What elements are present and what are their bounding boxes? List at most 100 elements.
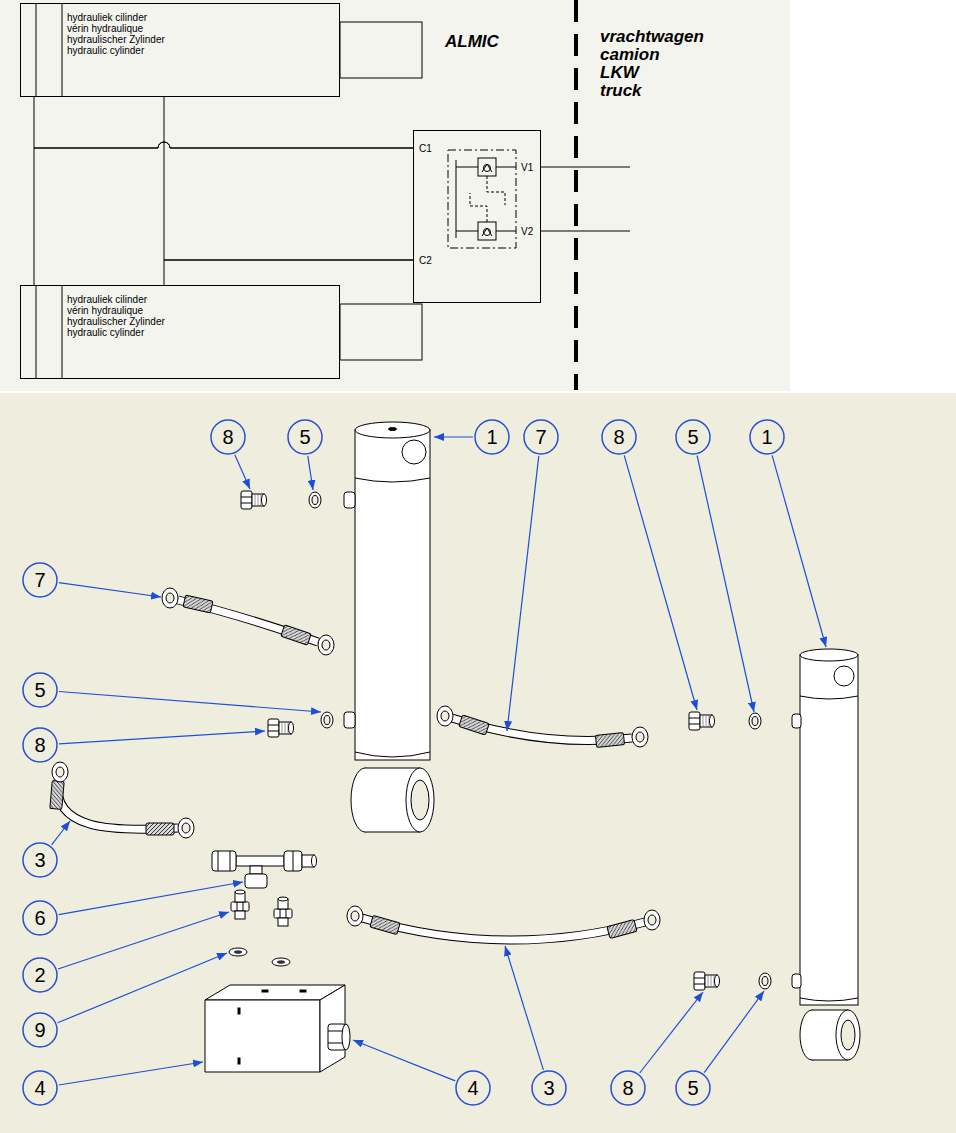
leader-line [58, 912, 229, 969]
hose-drawing [632, 727, 648, 747]
text-slot: V1 [521, 162, 533, 174]
hose-drawing [347, 906, 363, 926]
callout-circle: 2 [22, 957, 58, 993]
hydraulic-cylinder-drawing [792, 974, 801, 988]
cylinder-symbol [340, 22, 422, 78]
callout-circle: 4 [22, 1070, 58, 1106]
callout-circle: 8 [210, 419, 246, 455]
text-slot: ALMIC [445, 33, 499, 51]
leader-line [59, 731, 265, 744]
boundary-line [574, 0, 578, 390]
callout-outline [23, 673, 57, 707]
hose-drawing [146, 823, 174, 835]
check-valve-symbol [496, 167, 516, 231]
cylinder-symbol [36, 3, 62, 97]
valve-block-drawing [238, 1008, 240, 1014]
tee-fitting-drawing [284, 851, 302, 871]
hose-drawing [58, 780, 178, 829]
text-slot: camion [600, 46, 660, 64]
fitting-drawing [268, 719, 294, 737]
hydraulic-cylinder-drawing [836, 1010, 860, 1060]
callout-circle: 9 [22, 1012, 58, 1048]
hose-drawing [362, 918, 645, 940]
callout-number: 6 [34, 907, 45, 929]
port-name: V2 [521, 226, 533, 238]
callout-circle: 7 [22, 562, 58, 598]
check-valve-symbol [482, 164, 492, 172]
vehicle-name: LKW [600, 64, 639, 82]
hose-drawing [50, 762, 194, 838]
leader-line [235, 455, 250, 489]
callout-circle: 7 [523, 419, 559, 455]
callout-circle: 4 [455, 1070, 491, 1106]
hose-drawing [183, 595, 213, 613]
panel-background [0, 0, 790, 391]
callout-number: 5 [687, 426, 698, 448]
washer-drawing [749, 713, 761, 729]
cylinder-symbol [36, 285, 62, 379]
text-slot: C1 [419, 143, 432, 155]
check-valve-symbol [456, 160, 478, 238]
block-title: ALMIC [445, 33, 499, 51]
hose-drawing [318, 635, 334, 655]
callout-circle: 6 [22, 900, 58, 936]
seal-ring-drawing [272, 958, 290, 966]
callout-number: 8 [34, 734, 45, 756]
text-slot: vrachtwagen [600, 28, 704, 46]
leader-line [59, 583, 161, 597]
callout-circle: 5 [675, 419, 711, 455]
callout-outline [23, 843, 57, 877]
callout-number: 3 [34, 849, 45, 871]
valve-block-drawing [205, 985, 350, 1072]
valve-block-drawing [262, 990, 268, 992]
hose-drawing [281, 625, 311, 645]
truck-line [541, 167, 630, 231]
valve-block: C1V1V2C2 [413, 130, 541, 303]
hydraulic-line [164, 260, 413, 285]
callout-number: 1 [761, 426, 772, 448]
callout-number: 5 [34, 679, 45, 701]
callout-number: 8 [222, 426, 233, 448]
vehicle-name: camion [600, 46, 660, 64]
callout-circle: 8 [22, 727, 58, 763]
callout-outline [456, 1071, 490, 1105]
vehicle-name: vrachtwagen [600, 28, 704, 46]
washer-drawing [321, 712, 333, 728]
check-valve-symbol [478, 222, 496, 240]
hydraulic-line [34, 97, 413, 148]
hydraulic-line [164, 97, 413, 260]
leader-line [52, 437, 826, 1085]
hydraulic-line [34, 142, 413, 285]
callout-number: 4 [34, 1077, 45, 1099]
tee-fitting-drawing [312, 855, 317, 867]
port-name: V1 [521, 162, 533, 174]
callout-outline [23, 958, 57, 992]
hydraulic-cylinder-drawing [406, 768, 434, 832]
valve-block-drawing [342, 1024, 350, 1050]
hydraulic-cylinder-drawing [402, 440, 426, 464]
seal-ring-drawing [229, 948, 290, 966]
tee-fitting-drawing [212, 851, 317, 888]
adapter-drawing [231, 890, 292, 926]
callout-circle: 5 [675, 1070, 711, 1106]
valve-block-drawing [300, 990, 306, 992]
cylinder-text: hydraulischer Zylinder [67, 34, 165, 45]
text-slot: LKW [600, 64, 639, 82]
hydraulic-cylinder-drawing [800, 998, 858, 1001]
vehicle-name: truck [600, 82, 642, 100]
cylinder-symbol [36, 3, 422, 379]
callout-circle: 3 [531, 1070, 567, 1106]
cylinder-text: vérin hydraulique [67, 23, 165, 34]
hose-drawing [162, 588, 334, 655]
hydraulic-cylinder-drawing [800, 649, 858, 661]
callout-outline [23, 728, 57, 762]
hydraulic-cylinder-drawing [841, 1020, 855, 1050]
hydraulic-cylinder-drawing [344, 422, 434, 832]
hose-drawing [437, 706, 453, 726]
hydraulic-cylinder-drawing [834, 666, 854, 686]
tee-fitting-drawing [218, 851, 230, 871]
hydraulic-cylinder-drawing [411, 780, 429, 820]
